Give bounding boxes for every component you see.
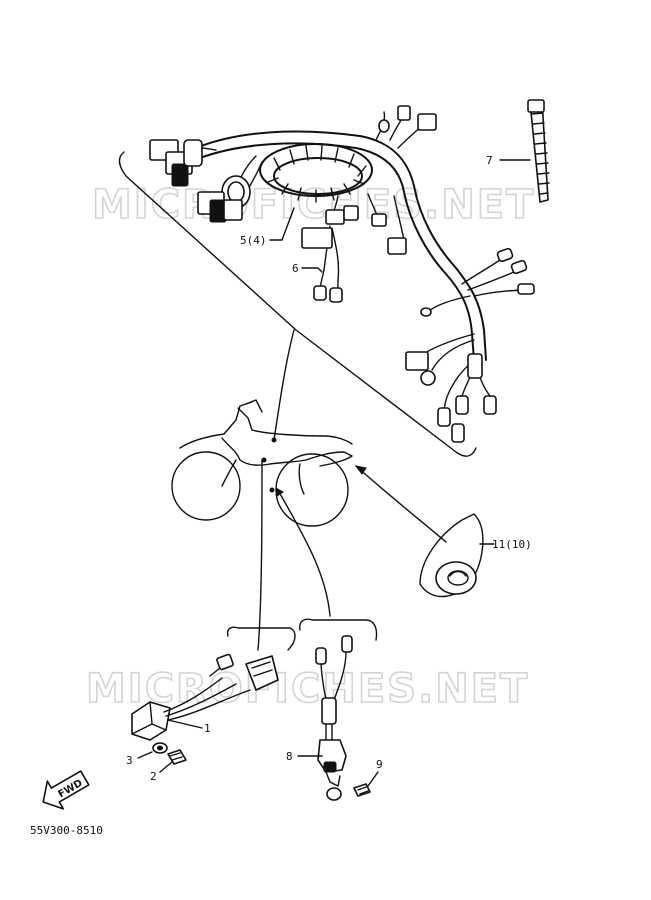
- motorcycle-outline: [171, 399, 353, 527]
- bolt-part-2: [167, 749, 187, 765]
- callout-5: 5(4): [240, 234, 267, 247]
- callout-3: 3: [126, 754, 133, 767]
- screw-part-9: [353, 783, 371, 797]
- leader-ignitor-to-bike: [257, 459, 263, 651]
- cable-tie: [527, 99, 550, 203]
- leader-coil-to-bike: [277, 489, 331, 617]
- leader-harness-to-bike: [273, 329, 295, 441]
- document-code: 55V300-8510: [30, 824, 103, 837]
- coil-lead-part-8: [315, 635, 353, 801]
- callout-1: 1: [204, 722, 211, 735]
- callout-8: 8: [286, 750, 293, 763]
- ignitor-view-frame: [226, 626, 296, 651]
- arrow-grommet: [354, 465, 367, 475]
- leader-1: [167, 719, 203, 729]
- part-6-lead: [313, 269, 343, 303]
- leader-3: [137, 751, 153, 759]
- leader-grommet-to-bike: [355, 465, 447, 543]
- leader-2: [159, 761, 173, 773]
- coil-view-frame: [298, 618, 378, 641]
- grommet-part-11: [419, 513, 484, 598]
- callout-6: 6: [292, 262, 299, 275]
- washer-part-3: [152, 742, 168, 754]
- leader-5: [269, 207, 295, 241]
- callout-7: 7: [486, 154, 493, 167]
- callout-9: 9: [376, 758, 383, 771]
- leader-6: [301, 267, 323, 273]
- harness-view-frame: [118, 151, 477, 457]
- ignitor-unit: [131, 653, 279, 741]
- callout-2: 2: [150, 770, 157, 783]
- callout-11: 11(10): [492, 538, 532, 551]
- fwd-arrow-icon: FWD: [42, 770, 90, 810]
- leader-9: [367, 771, 379, 787]
- harness-connectors: [149, 105, 535, 443]
- wire-harness: [183, 109, 531, 411]
- watermark-top: MICROFICHES.NET: [92, 182, 535, 228]
- arrow-coil: [275, 487, 284, 497]
